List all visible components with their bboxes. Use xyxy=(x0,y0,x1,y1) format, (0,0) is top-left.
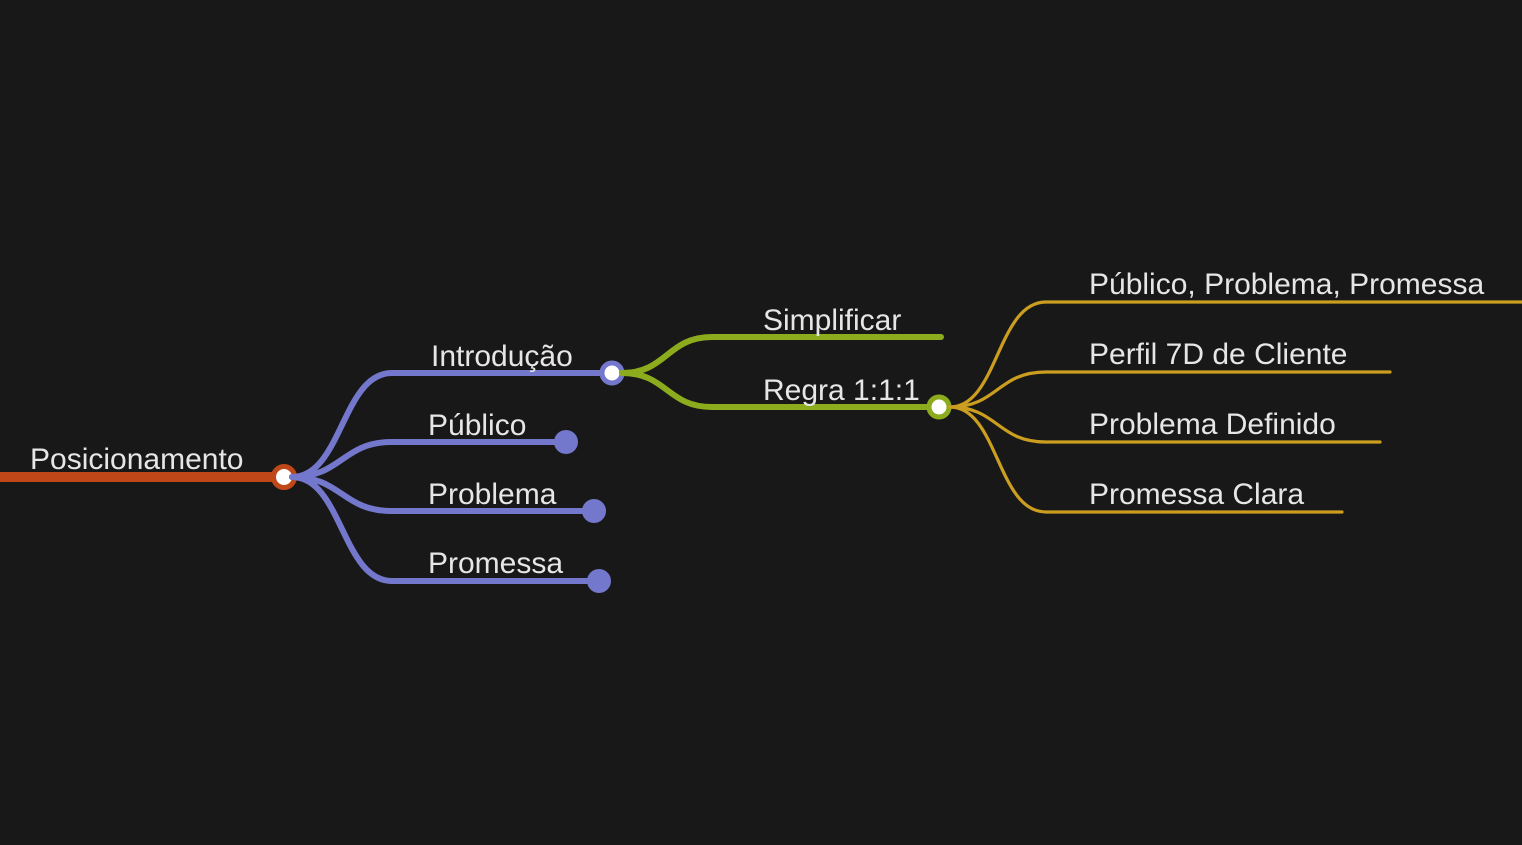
node-promessa: Promessa xyxy=(289,474,611,593)
node-dot-problema[interactable] xyxy=(582,499,606,523)
branch-line-introducao xyxy=(289,370,615,480)
branch-line-promessa xyxy=(289,474,602,584)
node-problema-definido: Problema Definido xyxy=(948,405,1382,444)
node-dot-publico[interactable] xyxy=(554,430,578,454)
node-label-perfil-7d-de-cliente[interactable]: Perfil 7D de Cliente xyxy=(1089,338,1347,371)
node-simplificar: Simplificar xyxy=(619,304,944,376)
branch-line-simplificar xyxy=(619,334,944,376)
node-root: Posicionamento xyxy=(0,443,297,490)
branch-line-publico-problema-promessa xyxy=(948,300,1522,409)
node-publico-problema-promessa: Público, Problema, Promessa xyxy=(948,268,1522,409)
node-label-publico[interactable]: Público xyxy=(428,409,526,442)
node-label-introducao[interactable]: Introdução xyxy=(431,340,573,373)
node-label-promessa-clara[interactable]: Promessa Clara xyxy=(1089,478,1304,511)
node-promessa-clara: Promessa Clara xyxy=(948,405,1344,514)
branch-line-publico xyxy=(289,439,569,480)
branch-line-promessa-clara xyxy=(948,405,1344,514)
node-label-publico-problema-promessa[interactable]: Público, Problema, Promessa xyxy=(1089,268,1484,301)
node-regra-111: Regra 1:1:1 xyxy=(619,370,952,420)
branch-line-problema-definido xyxy=(948,405,1382,444)
node-dot-promessa[interactable] xyxy=(587,569,611,593)
node-label-simplificar[interactable]: Simplificar xyxy=(763,304,901,337)
node-label-problema[interactable]: Problema xyxy=(428,478,557,511)
node-connector-regra-111[interactable] xyxy=(926,394,952,420)
node-publico: Público xyxy=(289,409,578,480)
node-problema: Problema xyxy=(289,474,606,523)
node-label-regra-111[interactable]: Regra 1:1:1 xyxy=(763,374,920,407)
node-label-problema-definido[interactable]: Problema Definido xyxy=(1089,408,1336,441)
node-label-promessa[interactable]: Promessa xyxy=(428,547,563,580)
node-perfil-7d-de-cliente: Perfil 7D de Cliente xyxy=(948,338,1392,409)
branch-line-regra-111 xyxy=(619,370,931,410)
branch-line-perfil-7d-de-cliente xyxy=(948,370,1392,409)
node-label-root[interactable]: Posicionamento xyxy=(30,443,243,476)
